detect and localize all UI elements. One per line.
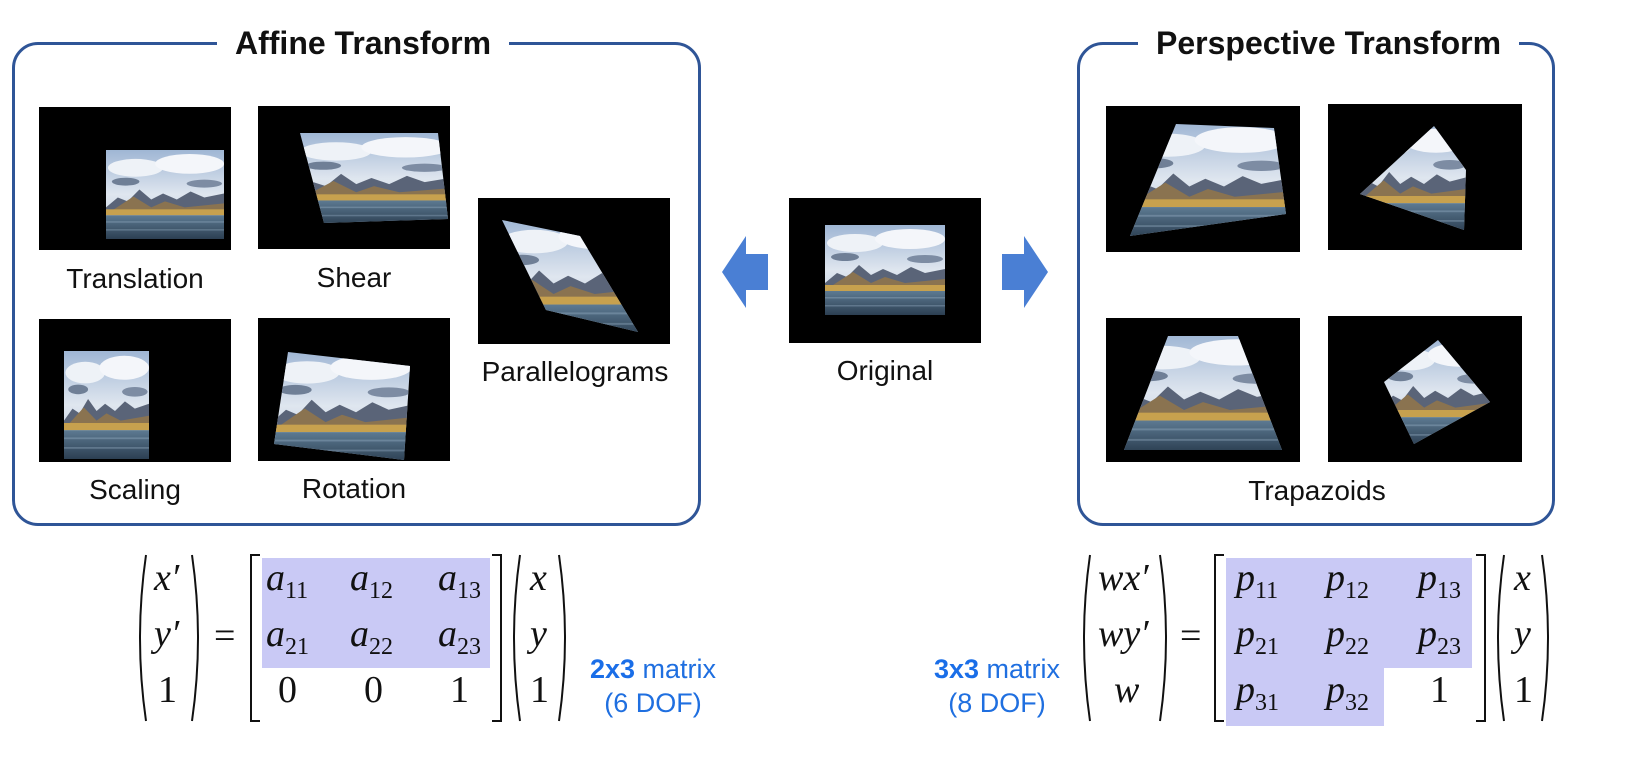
perspective-rhs-2: 1	[1514, 669, 1533, 711]
perspective-p32: p32	[1326, 669, 1369, 716]
affine-m31: 0	[278, 669, 297, 711]
affine-a11: a11	[266, 557, 309, 604]
trapazoids-caption: Trapazoids	[1248, 475, 1386, 506]
shear-caption: Shear	[316, 262, 392, 293]
perspective-lhs-0: wx′	[1098, 557, 1149, 599]
perspective-rhs-paren-left	[1497, 554, 1505, 722]
perspective-image-3	[1106, 318, 1300, 462]
perspective-p13: p13	[1418, 557, 1461, 604]
affine-lhs-1: y′	[154, 613, 180, 655]
perspective-note-bold: 3x3	[933, 654, 980, 684]
affine-note-bold: 2x3	[589, 654, 636, 684]
affine-note-rest: matrix	[635, 654, 717, 684]
perspective-image-4	[1328, 316, 1522, 462]
perspective-p31: p31	[1236, 669, 1279, 716]
affine-a21: a21	[266, 613, 309, 660]
perspective-highlight-bottom	[1226, 668, 1384, 726]
perspective-panel: Perspective Transform	[1077, 23, 1555, 526]
perspective-image-2	[1328, 104, 1522, 250]
affine-a13: a13	[438, 557, 481, 604]
affine-matrix-note: 2x3 matrix (6 DOF)	[578, 652, 728, 720]
perspective-p11: p11	[1236, 557, 1279, 604]
affine-rhs-0: x	[530, 557, 547, 599]
perspective-p12: p12	[1326, 557, 1369, 604]
perspective-note-rest: matrix	[979, 654, 1061, 684]
affine-lhs-paren-left	[139, 554, 147, 722]
perspective-matrix-note: 3x3 matrix (8 DOF)	[922, 652, 1072, 720]
original-caption: Original	[836, 355, 934, 386]
perspective-lhs-2: w	[1114, 669, 1140, 711]
rotation-image	[258, 318, 450, 461]
affine-title: Affine Transform	[217, 23, 510, 63]
affine-equals: =	[214, 615, 236, 657]
affine-panel: Affine Transform	[12, 23, 701, 526]
affine-a23: a23	[438, 613, 481, 660]
perspective-m33: 1	[1430, 669, 1449, 711]
affine-rhs-2: 1	[530, 669, 549, 711]
affine-highlight	[262, 558, 490, 668]
affine-rhs-paren-left	[513, 554, 521, 722]
perspective-equals: =	[1180, 615, 1202, 657]
perspective-matrix-bracket-right	[1476, 554, 1486, 722]
perspective-image-1	[1106, 106, 1300, 252]
shear-image	[258, 106, 450, 249]
perspective-rhs-paren-right	[1541, 554, 1549, 722]
perspective-p23: p23	[1418, 613, 1461, 660]
affine-rhs-1: y	[530, 613, 547, 655]
perspective-lhs-1: wy′	[1098, 613, 1149, 655]
left-arrow-icon	[722, 236, 768, 308]
translation-image	[39, 107, 231, 250]
affine-matrix-bracket-left	[250, 554, 260, 722]
original-image	[789, 198, 981, 343]
affine-lhs-2: 1	[158, 669, 177, 711]
affine-a12: a12	[350, 557, 393, 604]
perspective-rhs-0: x	[1514, 557, 1531, 599]
affine-m32: 0	[364, 669, 383, 711]
affine-a22: a22	[350, 613, 393, 660]
perspective-matrix-bracket-left	[1214, 554, 1224, 722]
perspective-lhs-paren-left	[1083, 554, 1091, 722]
scaling-caption: Scaling	[89, 474, 181, 505]
perspective-rhs-1: y	[1514, 613, 1531, 655]
parallelograms-caption: Parallelograms	[481, 356, 669, 387]
affine-note-dof: (6 DOF)	[604, 688, 702, 718]
right-arrow-icon	[1002, 236, 1048, 308]
affine-lhs-0: x′	[154, 557, 180, 599]
affine-rhs-paren-right	[558, 554, 566, 722]
affine-matrix-bracket-right	[492, 554, 502, 722]
perspective-note-dof: (8 DOF)	[948, 688, 1046, 718]
parallelograms-image	[478, 198, 670, 344]
perspective-lhs-paren-right	[1159, 554, 1167, 722]
perspective-title: Perspective Transform	[1138, 23, 1520, 63]
affine-lhs-paren-right	[191, 554, 199, 722]
rotation-caption: Rotation	[301, 473, 407, 504]
translation-caption: Translation	[66, 263, 204, 294]
affine-m33: 1	[450, 669, 469, 711]
perspective-p22: p22	[1326, 613, 1369, 660]
perspective-highlight-top	[1226, 558, 1472, 668]
scaling-image	[39, 319, 231, 462]
perspective-p21: p21	[1236, 613, 1279, 660]
